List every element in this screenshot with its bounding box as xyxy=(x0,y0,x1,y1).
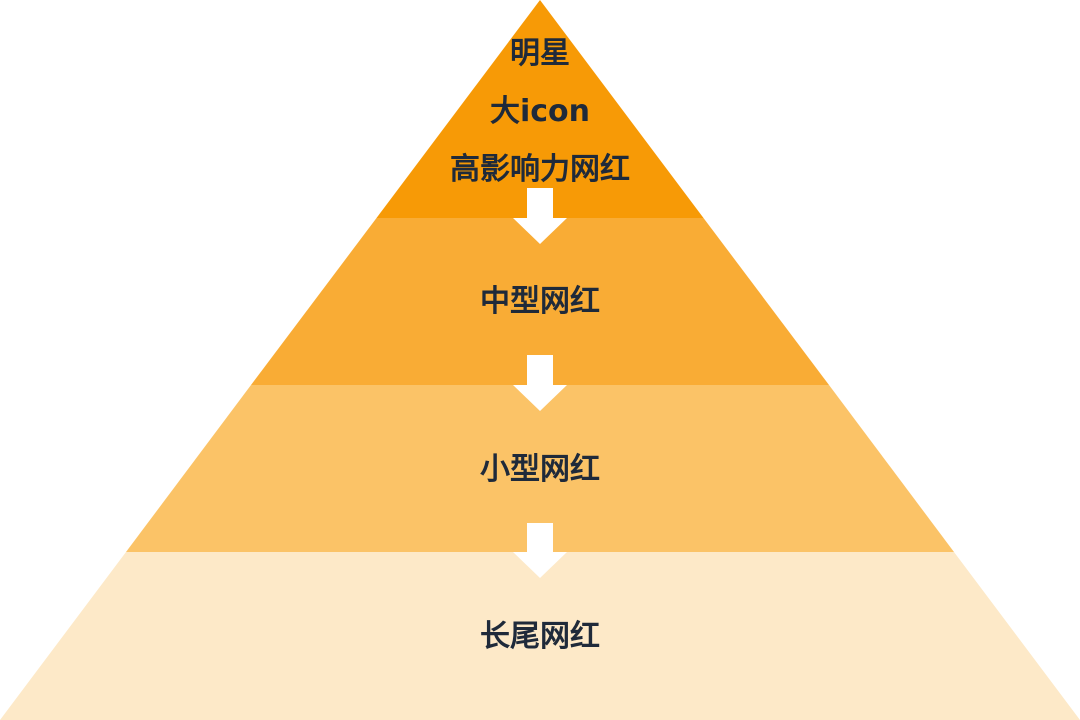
level-base-label: 长尾网红 xyxy=(480,619,600,654)
pyramid-level-3 xyxy=(126,385,954,552)
pyramid-level-base xyxy=(0,552,1080,720)
down-arrow-icon xyxy=(513,188,567,244)
label-line: 明星 xyxy=(510,36,570,71)
level-2-label: 中型网红 xyxy=(480,284,600,319)
label-line: 高影响力网红 xyxy=(450,152,630,187)
down-arrow-icon xyxy=(513,355,567,411)
level-3-label: 小型网红 xyxy=(480,452,600,487)
pyramid-level-top xyxy=(376,0,704,218)
pyramid-level-2 xyxy=(251,218,829,385)
level-top-label: 明星 大icon 高影响力网红 xyxy=(0,25,1080,199)
label-line: 大icon xyxy=(489,94,591,129)
down-arrow-icon xyxy=(513,523,567,578)
